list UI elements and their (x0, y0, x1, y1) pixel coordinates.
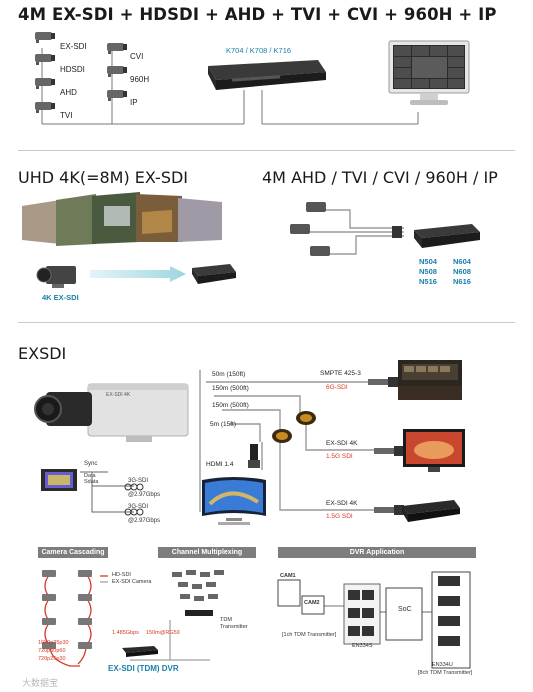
cam-label: 960H (130, 75, 150, 84)
nvr-model: N516 (419, 277, 437, 286)
cam-label: AHD (60, 88, 77, 97)
control-room-photo (398, 360, 462, 400)
camera-icon (34, 76, 56, 89)
bnc-connector-icon (374, 446, 404, 456)
cam-label: CVI (130, 52, 144, 61)
4k-decoder-icon (402, 500, 460, 522)
bnc-connector-icon (374, 505, 404, 515)
monitor-food-icon (403, 429, 465, 472)
monitor-icon (388, 40, 470, 105)
camera-icon (106, 64, 128, 77)
camera-icon (106, 41, 128, 54)
tdm-label: TDM (220, 617, 232, 623)
3g-sdi-label: 3G-SDI (128, 504, 149, 510)
divider (18, 150, 515, 151)
3g-sdi-label: 3G-SDI (128, 478, 149, 484)
camera-icon (34, 30, 56, 43)
nvr-model: N608 (453, 267, 471, 276)
resolution-label: 720p50p60 (38, 648, 66, 654)
tdm-transmitter-icon (185, 610, 213, 616)
hdmi-label: HDMI 1.4 (206, 461, 234, 468)
1ch-tdm-label: [1ch TDM Transmitter] (282, 632, 337, 638)
cable-reel-icon (296, 411, 316, 425)
cam-label: IP (130, 98, 138, 107)
resolution-label: 720p25p30 (38, 656, 66, 662)
tdm-dvr-label: EX-SDI (TDM) DVR (108, 664, 179, 673)
camera-icon (34, 52, 56, 65)
section2-title-right: 4M AHD / TVI / CVI / 960H / IP (262, 168, 498, 187)
box-camera-icon (34, 383, 189, 442)
signal-flow-lines (80, 471, 134, 513)
6g-sdi-label: 6G-SDI (326, 384, 348, 391)
watermark-text: 大数据宝 (22, 678, 59, 688)
sync-label: Sync (84, 461, 98, 467)
4k-dvr-icon (192, 264, 236, 284)
8ch-tdm-label: [8ch TDM Transmitter] (418, 670, 473, 676)
distance-label: 150m (500ft) (212, 402, 249, 409)
section2-title-left: UHD 4K(=8M) EX-SDI (18, 168, 189, 187)
section3-title: EXSDI (18, 344, 67, 363)
bnc-connector-icon (368, 377, 398, 387)
cable-reel-icon (272, 429, 292, 443)
coil-icon (124, 483, 144, 491)
dvr-application-diagram (277, 571, 471, 669)
smpte-label: SMPTE 425-3 (320, 370, 361, 377)
panel-header-camera-cascading: Camera Cascading (38, 547, 108, 558)
nvr-model: N604 (453, 257, 471, 266)
4k-exsdi-label: 4K EX-SDI (42, 293, 79, 302)
section1-title: 4M EX-SDI + HDSDI + AHD + TVI + CVI + 96… (18, 5, 497, 24)
dvr-device-icon (208, 60, 326, 90)
exsdi-4k-label: EX-SDI 4K (326, 440, 358, 447)
sdata-label: Sdata (84, 479, 99, 485)
curved-tv-icon (202, 477, 266, 525)
cam1-label: CAM1 (280, 573, 296, 579)
hdmi-cable-icon (248, 444, 260, 468)
legend-ex-sdi: EX-SDI Camera (112, 579, 152, 585)
panel-header-channel-multiplexing: Channel Multiplexing (158, 547, 256, 558)
coil-icon (124, 508, 144, 516)
exsdi-4k-label: EX-SDI 4K (326, 500, 358, 507)
nvr-device-icon (414, 224, 480, 248)
nvr-model: N616 (453, 277, 471, 286)
cam-label: HDSDI (60, 65, 85, 74)
cam-label: EX-SDI (60, 42, 87, 51)
legend-hd-sdi: HD-SDI (112, 572, 131, 578)
image-sensor-icon (41, 469, 77, 491)
transmitter-label: Transmitter (220, 624, 248, 630)
en334u-label: EN334U (432, 662, 453, 668)
distance-150m-label: 150m@RG59 (146, 630, 180, 636)
dvr-models-label: K704 / K708 / K716 (226, 46, 292, 55)
soc-label: SoC (398, 606, 412, 613)
arrow (90, 266, 186, 282)
camera-brand: EX-SDI 4K (106, 392, 131, 398)
distance-label: 5m (15ft) (210, 421, 237, 428)
cam2-label: CAM2 (304, 600, 320, 606)
cam-label: TVI (60, 111, 73, 120)
divider (18, 322, 515, 323)
1.5g-sdi-label: 1.5G SDI (326, 513, 353, 520)
cascading-diagram (42, 570, 224, 667)
distance-label: 150m (500ft) (212, 385, 249, 392)
nvr-model: N508 (419, 267, 437, 276)
photo-collage (22, 192, 222, 246)
4k-camera-icon (36, 266, 76, 288)
camera-icon (34, 100, 56, 113)
en334s-label: EN334S (352, 643, 373, 649)
nvr-model: N504 (419, 257, 437, 266)
camera-icon (106, 88, 128, 101)
panel-header-dvr-application: DVR Application (278, 547, 476, 558)
resolution-label: 1080p25p30 (38, 640, 69, 646)
analog-cable-diagram (290, 202, 404, 256)
exsdi-cable-lines (199, 370, 388, 512)
rate-label: @2.97Gbps (128, 518, 161, 524)
tdm-dvr-icon (122, 646, 158, 657)
rate-1485-label: 1.485Gbps (112, 630, 139, 636)
distance-label: 50m (150ft) (212, 371, 246, 378)
1.5g-sdi-label: 1.5G SDI (326, 453, 353, 460)
data-label: Data (84, 473, 96, 479)
rate-label: @2.97Gbps (128, 492, 161, 498)
